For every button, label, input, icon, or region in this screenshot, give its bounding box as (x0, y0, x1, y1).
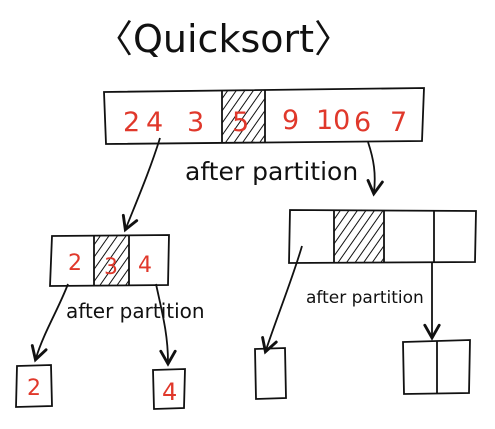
left-sub-array (49, 234, 170, 287)
left-partition-caption: after partition (66, 299, 205, 323)
array-value: 3 (187, 107, 204, 138)
pivot-value: 5 (232, 107, 249, 138)
array-value: 4 (146, 107, 163, 138)
diagram-title: 〈Quicksort〉 (95, 17, 352, 61)
left-pivot-cell (94, 236, 129, 285)
left-partition-arrow (121, 137, 161, 233)
leaf-box: 4 (152, 368, 186, 410)
array-value: 9 (282, 105, 299, 136)
top-array (103, 87, 425, 145)
top-array-values: 2 4 3 5 9 10 6 7 (123, 105, 407, 138)
right-partition-caption: after partition (306, 288, 424, 308)
top-pivot-cell (222, 91, 265, 142)
array-value: 4 (138, 253, 152, 278)
leaf-value: 2 (27, 376, 41, 401)
right-leaf-arrow (155, 283, 177, 367)
right-sub-array (288, 209, 477, 264)
array-value: 2 (123, 107, 140, 138)
right-pivot-cell (334, 211, 384, 262)
array-value: 6 (354, 107, 371, 138)
array-value: 7 (390, 107, 407, 138)
pivot-value: 3 (104, 255, 118, 280)
right-sub-left-arrow (261, 245, 303, 355)
array-value: 2 (68, 251, 82, 276)
array-value: 10 (316, 105, 350, 136)
top-partition-caption: after partition (185, 157, 358, 186)
right-partition-arrow (366, 141, 384, 197)
left-sub-array-values: 2 3 4 (68, 251, 152, 280)
left-leaf-arrow (30, 283, 69, 363)
leaf-value: 4 (162, 378, 177, 406)
empty-leaf-box (254, 347, 287, 400)
empty-leaf-array (402, 339, 471, 395)
leaf-box: 2 (15, 364, 53, 408)
